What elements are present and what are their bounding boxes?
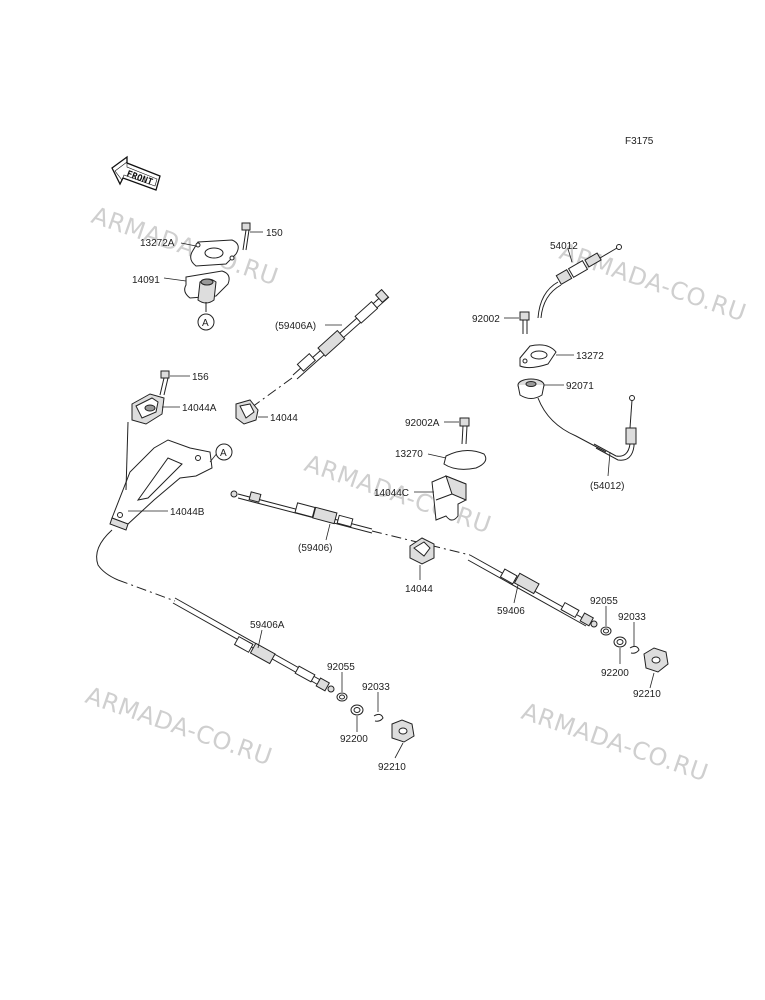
bolt-150 — [241, 222, 251, 251]
part-label-54012-paren: (54012) — [590, 481, 624, 492]
cable-54012-lower — [537, 395, 637, 461]
watermark: ARMADA-CO.RU — [82, 681, 276, 771]
reference-circle-a — [215, 443, 233, 461]
boot-14091 — [184, 270, 230, 312]
part-label-92033-left: 92033 — [362, 682, 390, 693]
part-label-92200-right: 92200 — [601, 668, 629, 679]
bolt-156 — [159, 370, 170, 396]
diagram-code: F3175 — [625, 136, 654, 147]
clamp-14044A — [131, 393, 165, 425]
clamp-14044-mid — [409, 537, 435, 565]
part-label-59406: 59406 — [497, 606, 525, 617]
reference-circle-a — [197, 313, 215, 331]
gasket-13272A — [190, 239, 239, 267]
part-label-150: 150 — [266, 228, 283, 239]
part-label-59406A: 59406A — [250, 620, 285, 631]
bracket-14044B — [109, 421, 213, 531]
part-label-59406A-paren: (59406A) — [275, 321, 316, 332]
bolt-92002A — [459, 417, 470, 445]
washers-right — [600, 626, 669, 673]
grommet-92071 — [517, 378, 545, 399]
part-label-14044B: 14044B — [170, 507, 205, 518]
part-label-13270: 13270 — [395, 449, 423, 460]
gasket-13272 — [519, 344, 557, 369]
cable-59406A-lower — [172, 597, 335, 693]
part-label-156: 156 — [192, 372, 209, 383]
part-label-14044-mid: 14044 — [405, 584, 433, 595]
part-label-92210-right: 92210 — [633, 689, 661, 700]
bracket-14044C — [431, 475, 467, 521]
part-label-92055-left: 92055 — [327, 662, 355, 673]
part-label-14044C: 14044C — [374, 488, 409, 499]
cable-59406A-upper — [247, 288, 390, 411]
cable-59406-right — [467, 554, 598, 628]
part-label-54012: 54012 — [550, 241, 578, 252]
part-label-92002A: 92002A — [405, 418, 440, 429]
part-label-59406-paren: (59406) — [298, 543, 332, 554]
part-label-92071: 92071 — [566, 381, 594, 392]
part-label-92002: 92002 — [472, 314, 500, 325]
part-label-13272: 13272 — [576, 351, 604, 362]
front-arrow-icon: FRONT — [111, 155, 161, 191]
watermark: ARMADA-CO.RU — [88, 201, 282, 291]
washers-left — [336, 692, 415, 743]
part-label-92200-left: 92200 — [340, 734, 368, 745]
clamp-14044-top — [235, 399, 259, 425]
plate-13270 — [443, 450, 487, 470]
watermark: ARMADA-CO.RU — [518, 697, 712, 787]
cable-59406-middle — [230, 490, 471, 556]
part-label-92210-left: 92210 — [378, 762, 406, 773]
watermark: ARMADA-CO.RU — [556, 237, 750, 327]
part-label-14044A: 14044A — [182, 403, 217, 414]
part-label-92055-right: 92055 — [590, 596, 618, 607]
reference-label-a-2: A — [220, 448, 227, 459]
reference-label-a: A — [202, 318, 209, 329]
part-label-14091: 14091 — [132, 275, 160, 286]
part-label-92033-right: 92033 — [618, 612, 646, 623]
part-label-14044-top: 14044 — [270, 413, 298, 424]
cable-54012 — [537, 244, 622, 319]
bolt-92002 — [519, 311, 530, 334]
part-label-13272A: 13272A — [140, 238, 175, 249]
